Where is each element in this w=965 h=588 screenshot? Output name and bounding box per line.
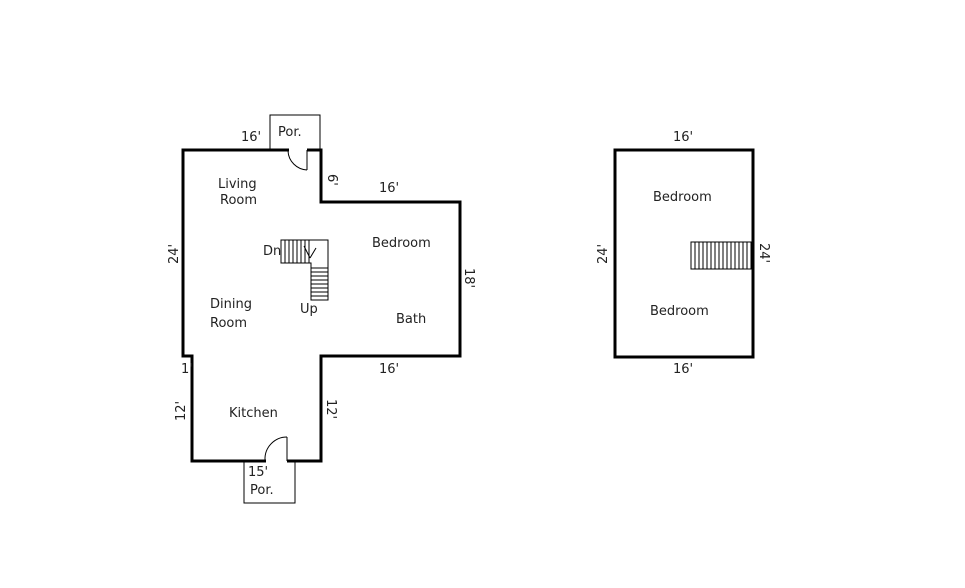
front-door	[287, 148, 308, 171]
dim-right: 18'	[461, 268, 476, 288]
dim-second-top: 16'	[673, 130, 693, 145]
dim-notch: 6'	[324, 174, 339, 186]
stairs-up-label: Up	[300, 302, 318, 317]
living-room-label-2: Room	[220, 193, 257, 208]
bedroom-bottom-label: Bedroom	[650, 304, 709, 319]
second-floor: Bedroom Bedroom 16' 16' 24' 24'	[596, 130, 771, 377]
bedroom-label: Bedroom	[372, 236, 431, 251]
kitchen-door	[264, 436, 288, 463]
stairs-second-floor	[690, 241, 752, 270]
dim-kitchen-right: 12'	[323, 399, 338, 419]
dim-second-right: 24'	[756, 243, 771, 263]
dim-bottom: 15'	[248, 465, 268, 480]
first-floor: Por. Por.	[167, 114, 476, 504]
dining-room-label-2: Room	[210, 316, 247, 331]
first-floor-outline	[181, 148, 462, 463]
porch-bottom	[243, 460, 296, 504]
dining-room-label: Dining	[210, 297, 252, 312]
dim-top-left: 16'	[241, 130, 261, 145]
bath-label: Bath	[396, 312, 426, 327]
porch-top-label: Por.	[278, 125, 302, 140]
dim-right-top: 16'	[379, 181, 399, 196]
bedroom-top-label: Bedroom	[653, 190, 712, 205]
dim-bottom-right: 16'	[379, 362, 399, 377]
porch-top	[269, 114, 321, 151]
stairs-first-floor	[280, 239, 329, 301]
dim-second-bottom: 16'	[673, 362, 693, 377]
second-floor-outline	[613, 148, 755, 359]
dim-small-step: 1'	[181, 362, 193, 377]
kitchen-label: Kitchen	[229, 406, 278, 421]
porch-bottom-label: Por.	[250, 483, 274, 498]
stairs-down-label: Dn	[263, 244, 281, 259]
dim-second-left: 24'	[596, 244, 611, 264]
dim-kitchen-left: 12'	[174, 401, 189, 421]
dim-left: 24'	[167, 244, 182, 264]
living-room-label: Living	[218, 177, 257, 192]
